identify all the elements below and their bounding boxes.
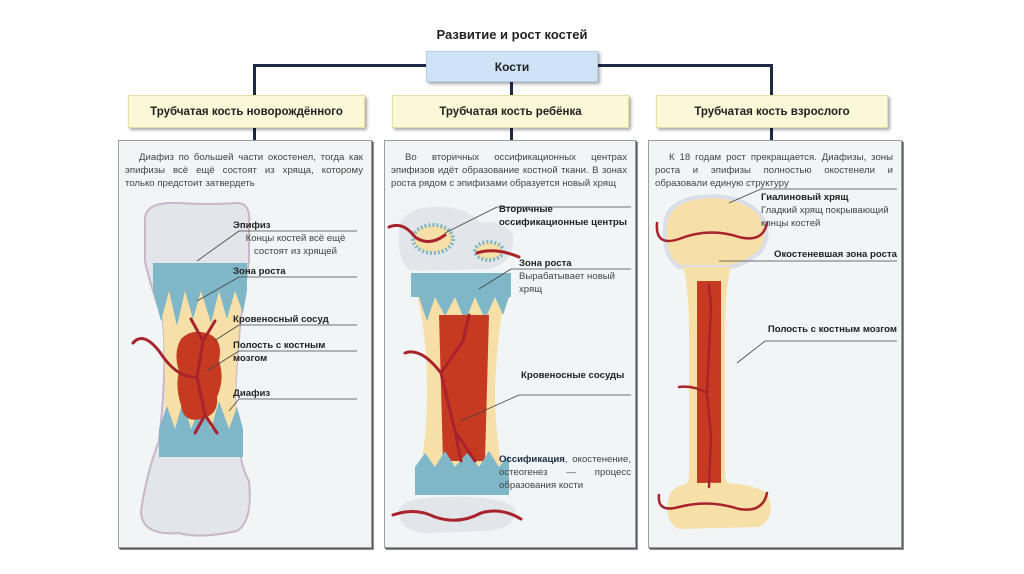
growth-zone-bottom [159, 429, 243, 457]
connector-line [770, 64, 773, 95]
growth-zone-bottom [415, 467, 509, 495]
label-title: Эпифиз [233, 220, 271, 231]
label-epiphysis: Эпифиз Концы костей всё ещё состоят из х… [233, 219, 358, 258]
category-label: Трубчатая кость ребёнка [439, 105, 582, 118]
label-title: Кровеносные сосуды [521, 370, 625, 381]
note-text: , окостенение, остеогенез — процесс обра… [499, 454, 631, 491]
blood-vessel [655, 221, 769, 243]
category-child: Трубчатая кость ребёнка [392, 95, 629, 128]
label-blood-vessels: Кровеносные сосуды [521, 369, 631, 382]
label-title: Кровеносный сосуд [233, 314, 329, 325]
panel-description: Во вторичных оссификационных центрах эпи… [391, 152, 627, 189]
category-label: Трубчатая кость новорождённого [150, 105, 343, 118]
connector-line [596, 64, 772, 67]
category-adult: Трубчатая кость взрослого [656, 95, 888, 128]
label-secondary-ossification-centers: Вторичные оссификационные центры [499, 203, 631, 229]
label-title: Полость с костным мозгом [233, 340, 326, 364]
growth-zone-top [411, 273, 511, 297]
label-title: Диафиз [233, 388, 271, 399]
label-text: Концы костей всё ещё состоят из хрящей [245, 233, 346, 257]
blood-vessel [657, 491, 769, 511]
label-text: Гладкий хрящ покрывающий концы костей [761, 205, 889, 229]
label-title: Окостеневшая зона роста [773, 249, 897, 260]
connector-line [510, 126, 513, 140]
label-diaphysis: Диафиз [233, 387, 358, 400]
panel-description: Диафиз по большей части окостенел, тогда… [125, 152, 363, 189]
connector-line [253, 64, 256, 95]
connector-line [253, 64, 427, 67]
marrow-cavity [439, 315, 489, 461]
label-growth-zone: Зона роста [233, 265, 358, 278]
lower-epiphysis [398, 496, 516, 533]
blood-vessel [391, 509, 523, 522]
panel-newborn: Диафиз по большей части окостенел, тогда… [118, 140, 372, 548]
ossification-note: Оссификация, окостенение, остеогенез — п… [499, 453, 631, 492]
label-marrow-cavity: Полость с костным мозгом [233, 339, 343, 365]
lower-epiphysis [667, 482, 771, 529]
panel-adult: К 18 годам рост прекращается. Диафизы, з… [648, 140, 902, 548]
label-title: Зона роста [519, 258, 572, 269]
connector-line [253, 126, 256, 140]
label-title: Вторичные оссификационные центры [499, 204, 627, 228]
label-growth-zone: Зона роста Вырабатывает новый хрящ [519, 257, 629, 296]
newborn-bone-illustration [131, 201, 357, 537]
label-marrow-cavity: Полость с костным мозгом [763, 323, 897, 336]
root-node-bones: Кости [426, 51, 598, 82]
label-title: Гиалиновый хрящ [761, 192, 849, 203]
blood-vessel [387, 223, 521, 259]
diagram-title: Развитие и рост костей [436, 27, 588, 42]
label-hyaline-cartilage: Гиалиновый хрящ Гладкий хрящ покрывающий… [761, 191, 897, 230]
ossification-center [411, 223, 455, 255]
panel-child: Во вторичных оссификационных центрах эпи… [384, 140, 636, 548]
root-node-label: Кости [494, 59, 530, 74]
blood-vessel [131, 317, 219, 435]
category-label: Трубчатая кость взрослого [694, 105, 850, 118]
label-blood-vessel: Кровеносный сосуд [233, 313, 358, 326]
adult-bone-illustration [655, 188, 897, 529]
note-term: Оссификация [499, 454, 565, 465]
blood-vessel [677, 283, 713, 489]
growth-zone-top [153, 263, 247, 291]
category-newborn: Трубчатая кость новорождённого [128, 95, 365, 128]
marrow-cavity [176, 331, 222, 420]
panel-description: К 18 годам рост прекращается. Диафизы, з… [655, 152, 893, 189]
connector-line [510, 80, 513, 95]
label-text: Вырабатывает новый хрящ [519, 271, 616, 295]
label-ossified-growth-zone: Окостеневшая зона роста [769, 248, 897, 261]
label-title: Полость с костным мозгом [767, 324, 897, 335]
blood-vessel [403, 313, 477, 463]
child-bone-illustration [387, 206, 631, 533]
label-title: Зона роста [233, 266, 286, 277]
connector-line [770, 126, 773, 140]
